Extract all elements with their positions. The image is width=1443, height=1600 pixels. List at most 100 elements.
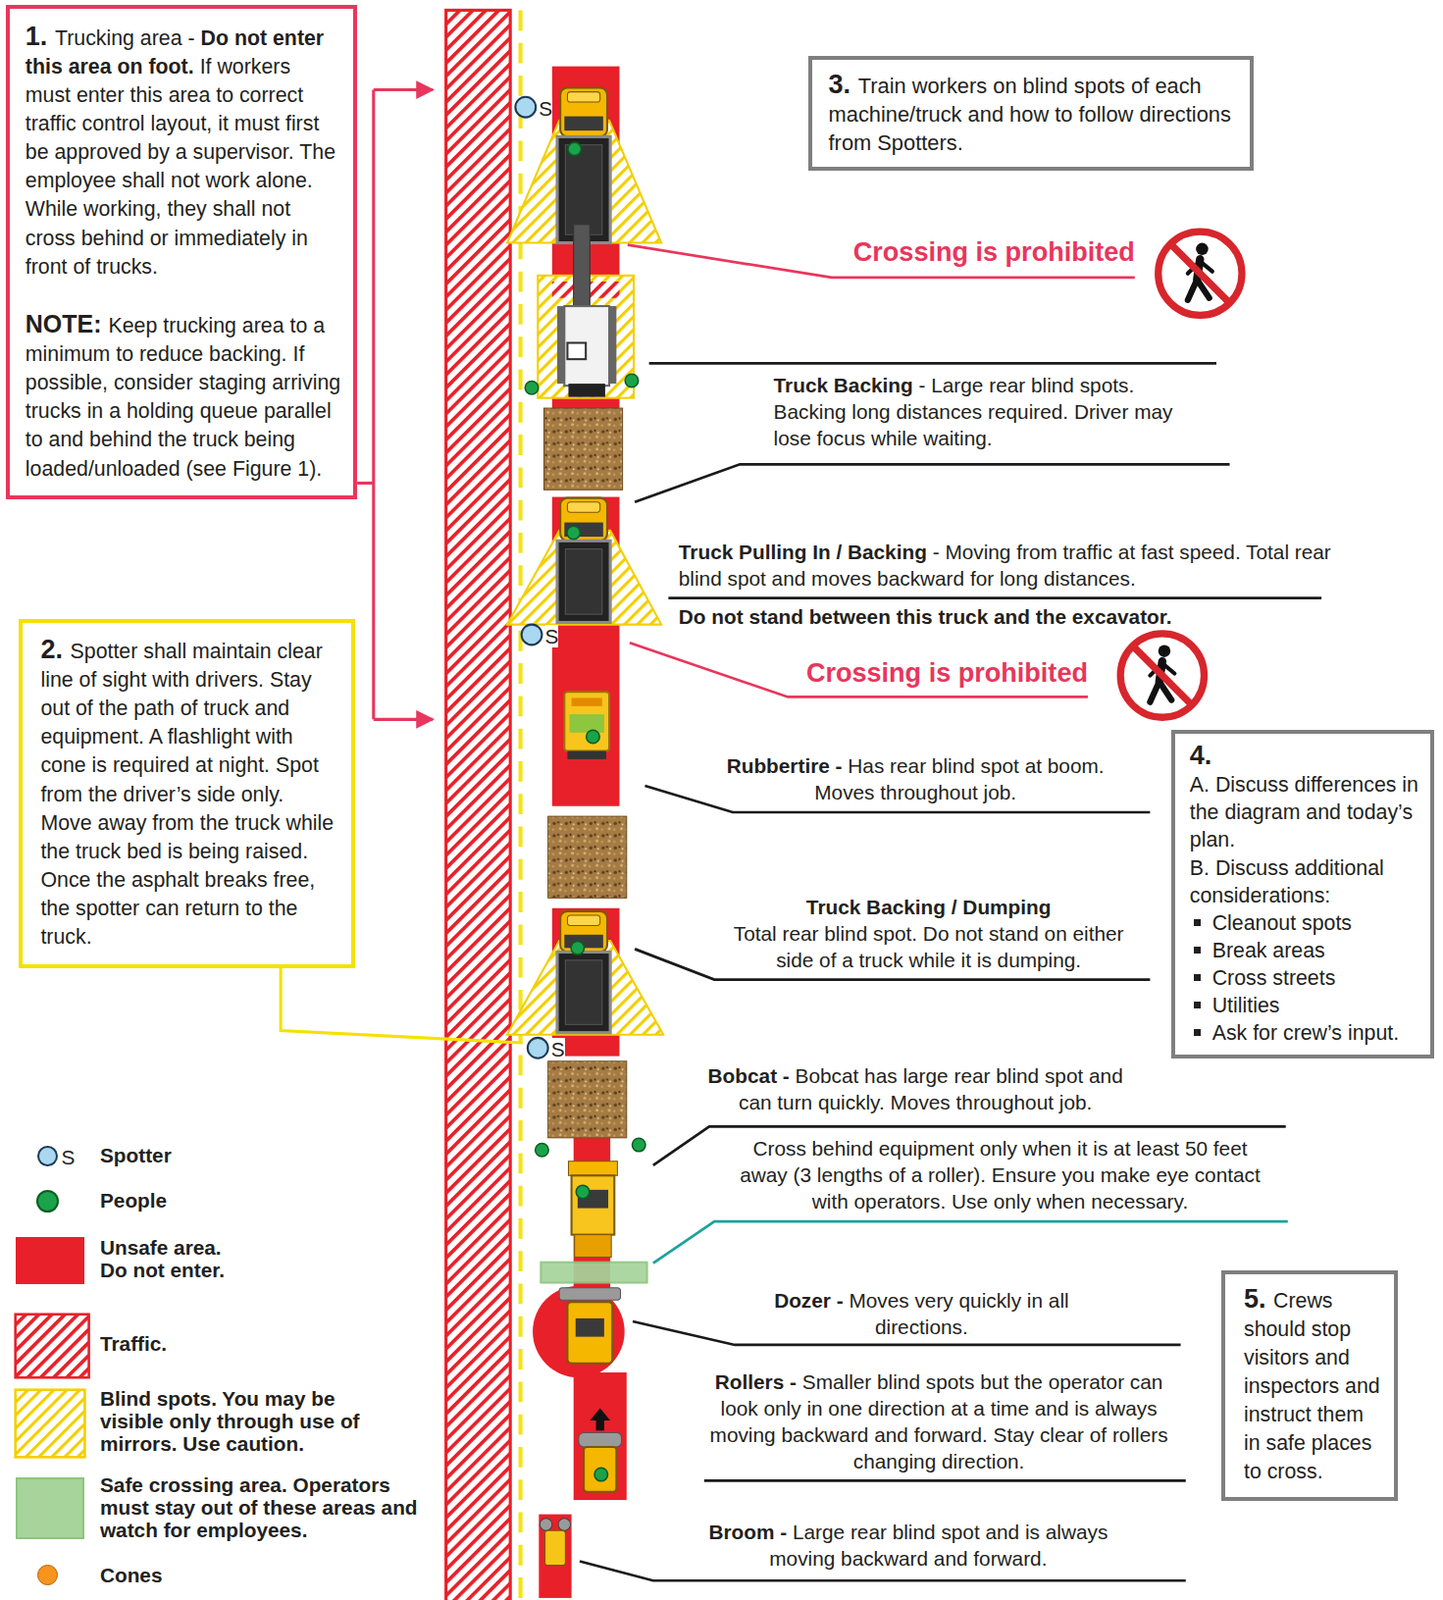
- annotation: Truck Backing / DumpingTotal rear blind …: [724, 893, 1134, 974]
- person-dot: [624, 373, 639, 388]
- legend-label: Blind spots. You may be visible only thr…: [100, 1388, 376, 1456]
- bullet-marker: [1193, 1001, 1201, 1009]
- broom: [558, 1518, 570, 1531]
- bobcat: [574, 1235, 612, 1258]
- dump-truck: [557, 951, 611, 1032]
- spotter-letter: S: [538, 97, 553, 120]
- legend-swatch: [15, 1477, 86, 1539]
- legend-swatch: [37, 1564, 58, 1586]
- equipment-name: Truck Backing / Dumping: [724, 893, 1134, 921]
- millings-pile: [548, 1061, 627, 1138]
- note-text: Crews should stop visitors and inspector…: [1243, 1288, 1381, 1485]
- annotation: Broom -Large rear blind spot and is alwa…: [693, 1518, 1123, 1572]
- unsafe-area: [552, 497, 620, 807]
- bobcat: [567, 1161, 618, 1258]
- area-bracket: [357, 481, 374, 485]
- callout-number: 3.: [828, 69, 852, 100]
- person-dot: [586, 729, 601, 744]
- person-dot: [524, 381, 539, 396]
- spotter-dot: [515, 97, 536, 118]
- dump-truck: [566, 92, 600, 103]
- text-paragraph: Cross streets: [1189, 964, 1420, 992]
- text-paragraph: Ask for crew’s input.: [1189, 1019, 1420, 1047]
- no-pedestrian-sign: [1120, 633, 1204, 718]
- note-text: Ask for crew’s input.: [1212, 1021, 1399, 1045]
- bullet-marker: [1193, 1029, 1201, 1036]
- annotation-text: Large rear blind spot and is always movi…: [769, 1520, 1108, 1570]
- legend-swatch: [37, 1145, 58, 1167]
- annotation: Bobcat -Bobcat has large rear blind spot…: [701, 1062, 1131, 1116]
- no-pedestrian-sign: [1158, 231, 1242, 315]
- text-paragraph: 3.Train workers on blind spots of each m…: [828, 70, 1236, 157]
- warning-label: Crossing is prohibited: [853, 237, 1135, 267]
- annotation-text: Bobcat has large rear blind spot and can…: [738, 1064, 1124, 1114]
- safe-crossing: [540, 1262, 647, 1284]
- dump-truck: [566, 915, 600, 926]
- no-pedestrian-sign: [1133, 645, 1192, 705]
- rubbertire-loader: [564, 691, 610, 751]
- dump-truck: [560, 498, 608, 542]
- spotter-letter: S: [60, 1145, 75, 1169]
- annotation: Dozer -Moves very quickly in all directi…: [758, 1287, 1085, 1340]
- no-pedestrian-sign: [1120, 633, 1204, 718]
- annotation: Cross behind equipment only when it is a…: [734, 1134, 1266, 1215]
- rubbertire-loader: [569, 714, 605, 733]
- annotation: Do not stand between this truck and the …: [678, 603, 1312, 630]
- dump-truck: [507, 530, 662, 625]
- spotter-letter: S: [545, 624, 560, 648]
- equipment-name: Truck Pulling In / Backing: [678, 540, 928, 564]
- dump-truck: [565, 549, 602, 616]
- note-text: A. Discuss differences in the diagram an…: [1189, 773, 1419, 852]
- bobcat: [567, 1161, 618, 1177]
- annotation-text: Total rear blind spot. Do not stand on e…: [733, 922, 1125, 972]
- dump-truck: [507, 940, 664, 1035]
- area-arrow: [373, 718, 433, 722]
- equipment-name: Dozer -: [773, 1288, 843, 1312]
- spotter-dot: [521, 624, 543, 646]
- warning-box: 1.Trucking area -Do not enter this area …: [5, 4, 358, 500]
- dozer: [559, 1288, 620, 1364]
- person-dot: [631, 1137, 646, 1152]
- callout-number: 5.: [1243, 1284, 1267, 1314]
- person-dot: [535, 1143, 550, 1158]
- warning-label: Crossing is prohibited: [755, 657, 1088, 690]
- equipment-name: Rubbertire -: [726, 754, 843, 777]
- broom: [545, 1530, 567, 1565]
- spotter-leader: [280, 968, 523, 1043]
- note-text: Cross streets: [1212, 966, 1337, 990]
- excavator: [566, 343, 586, 361]
- text-paragraph: 1.Trucking area -Do not enter this area …: [25, 22, 342, 282]
- excavator: [567, 383, 605, 398]
- legend-label: Cones: [100, 1563, 305, 1589]
- roller: [583, 1446, 617, 1493]
- spotter-mark-label: S: [545, 622, 568, 650]
- dozer: [575, 1318, 605, 1338]
- broom: [539, 1518, 552, 1531]
- callout-number: 4.: [1189, 740, 1213, 771]
- legend-label: Safe crossing area. Operators must stay …: [100, 1474, 427, 1543]
- spotter-letter: S: [551, 1037, 566, 1061]
- note-text: B. Discuss additional considerations:: [1189, 856, 1385, 908]
- annotation-text: Cross behind equipment only when it is a…: [739, 1136, 1261, 1213]
- dump-truck: [507, 911, 664, 1035]
- roller: [578, 1432, 622, 1447]
- text-paragraph: Break areas: [1189, 936, 1420, 965]
- dozer: [559, 1288, 620, 1300]
- legend-hatch-swatch: [15, 1314, 90, 1458]
- unsafe-area: [532, 1286, 625, 1379]
- unsafe-area: [552, 66, 620, 409]
- roller: [578, 1407, 622, 1492]
- spotter-mark-label: S: [551, 1035, 574, 1063]
- legend-hatch-swatch: [15, 1314, 90, 1378]
- spotter-mark-label: S: [538, 95, 562, 122]
- bobcat: [571, 1175, 616, 1235]
- legend-label: Unsafe area. Do not enter.: [100, 1236, 244, 1283]
- legend-label: Traffic.: [100, 1332, 305, 1357]
- equipment-name: Do not stand between this truck and the …: [678, 605, 1173, 628]
- callout-number: 1.: [25, 21, 49, 52]
- annotation-text: Moves very quickly in all directions.: [848, 1288, 1069, 1339]
- note-text: Cleanout spots: [1212, 911, 1352, 935]
- note-text: Train workers on blind spots of each mac…: [828, 73, 1232, 155]
- millings-pile: [548, 816, 627, 898]
